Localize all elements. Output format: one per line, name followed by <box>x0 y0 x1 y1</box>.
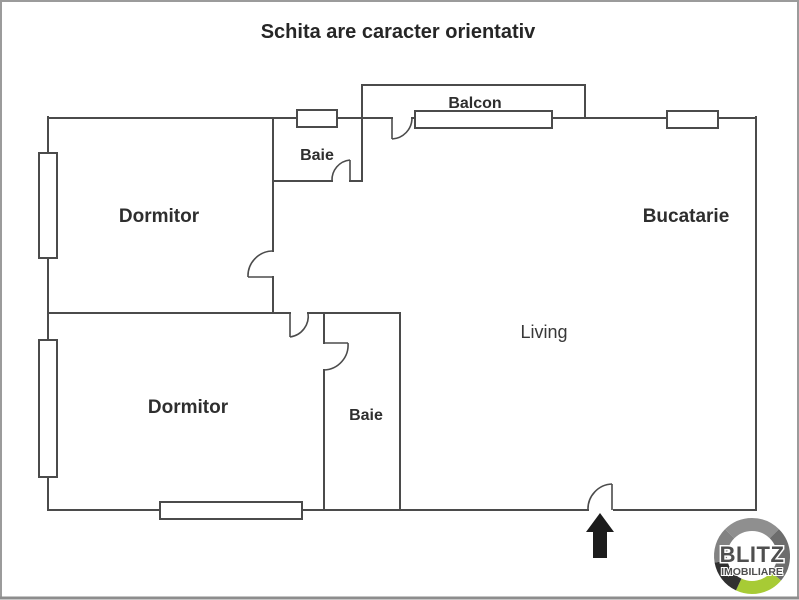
door-arc-entrance <box>587 483 613 511</box>
logo-ring-green <box>735 571 782 594</box>
window-bedroom-bottom <box>159 501 303 520</box>
room-label-baie-bottom: Baie <box>349 407 383 424</box>
room-label-baie-top: Baie <box>300 147 334 164</box>
room-label-living: Living <box>520 322 567 342</box>
window-bedroom-top-left <box>38 152 58 259</box>
room-label-dormitor-bottom: Dormitor <box>148 397 229 418</box>
room-label-bucatarie: Bucatarie <box>643 206 730 227</box>
logo-ring-left <box>714 529 735 563</box>
door-arc-bedroom-top <box>247 250 273 278</box>
door-arc-balcony <box>391 117 413 140</box>
window-bedroom-bottom-left <box>38 339 58 478</box>
room-label-balcon: Balcon <box>448 95 501 112</box>
room-label-dormitor-top: Dormitor <box>119 206 200 227</box>
door-arc-bedroom-bottom <box>289 312 310 338</box>
logo-ring-top <box>725 518 779 539</box>
logo-text-blitz: BLITZ <box>720 542 785 567</box>
entrance-arrow-icon <box>586 513 614 558</box>
blitz-imobiliare-logo: BLITZ IMOBILIARE <box>714 518 791 594</box>
windows <box>38 109 719 520</box>
doors <box>247 117 613 511</box>
logo-ring-right <box>769 529 791 581</box>
window-kitchen <box>666 110 719 129</box>
logo-ring-bottom-left <box>714 559 742 591</box>
window-bath-top <box>296 109 338 128</box>
door-arc-bath-top <box>331 159 351 182</box>
window-balcony <box>414 110 553 129</box>
logo-text-imobiliare: IMOBILIARE <box>721 566 783 578</box>
door-arc-bath-bottom <box>323 342 349 371</box>
walls <box>47 84 757 511</box>
sketch-disclaimer-title: Schita are caracter orientativ <box>261 21 536 43</box>
